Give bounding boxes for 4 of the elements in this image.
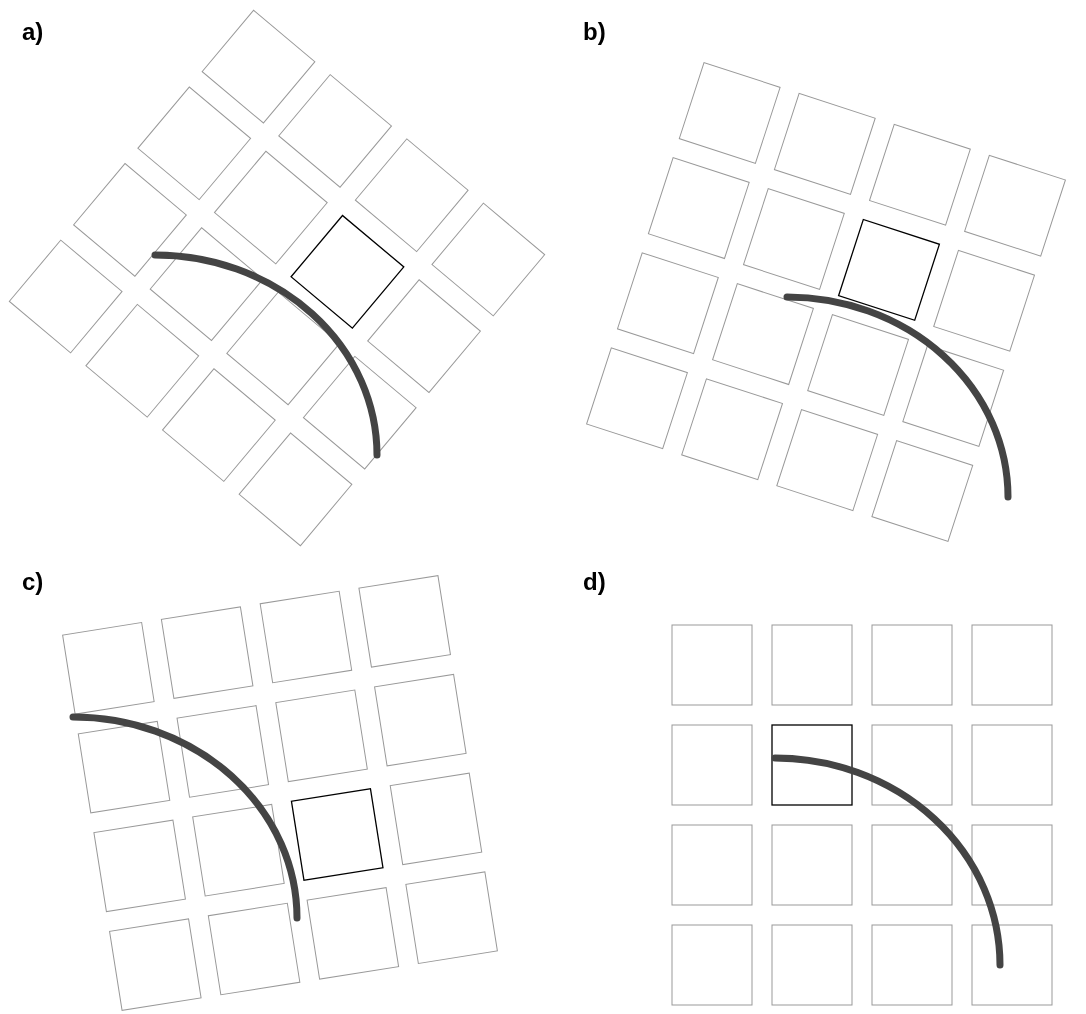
panel-label: a) (22, 20, 44, 44)
panel-label: c) (22, 570, 44, 594)
panel-label: d) (583, 570, 606, 594)
panel-label: b) (583, 20, 606, 44)
